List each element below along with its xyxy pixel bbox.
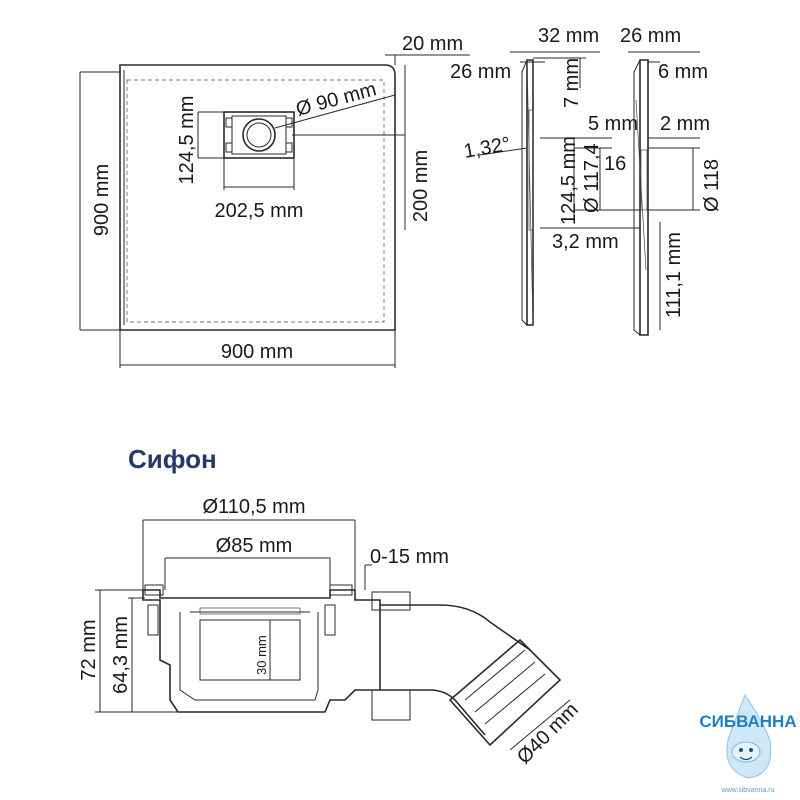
section-a-offset-label: 3,2 mm bbox=[552, 231, 619, 253]
tray-width-label: 900 mm bbox=[221, 341, 293, 363]
section-a-top-label: 32 mm bbox=[538, 25, 599, 47]
section-a-slope-label: 1,32° bbox=[462, 133, 512, 163]
siphon-adjust-label: 0-15 mm bbox=[370, 546, 449, 568]
tray-plan-view: 900 mm 900 mm 124,5 mm 202,5 mm Ø 90 mm … bbox=[79, 33, 470, 368]
section-a-box-label: 124,5 mm bbox=[558, 136, 580, 225]
drain-box-width-label: 202,5 mm bbox=[215, 200, 304, 222]
drain-box bbox=[223, 111, 295, 159]
tray-inner-dashed bbox=[126, 79, 385, 323]
section-b-diameter-label: Ø 118 bbox=[701, 159, 723, 212]
siphon-inner-diameter-label: Ø85 mm bbox=[216, 535, 293, 557]
siphon-outlet-diameter-label: Ø40 mm bbox=[513, 699, 583, 769]
logo-url: www.sibvanna.ru bbox=[721, 787, 775, 794]
sibvanna-logo: СИБВАННА www.sibvanna.ru bbox=[699, 693, 797, 794]
siphon-title: Сифон bbox=[128, 444, 217, 474]
section-a-step-label: 5 mm bbox=[588, 113, 638, 135]
section-b-height-label: 111,1 mm bbox=[663, 232, 685, 318]
section-b-view: 26 mm 6 mm 2 mm Ø 118 111,1 mm bbox=[620, 25, 723, 336]
section-b-top-label: 6 mm bbox=[658, 61, 708, 83]
siphon-outer-diameter-label: Ø110,5 mm bbox=[203, 496, 306, 518]
rim-width-label: 20 mm bbox=[402, 33, 463, 55]
tray-height-label: 900 mm bbox=[91, 164, 113, 236]
siphon-water-seal-label: 30 mm bbox=[254, 635, 269, 675]
drain-offset-label: 200 mm bbox=[410, 150, 432, 222]
section-a-depth-label: 7 mm bbox=[561, 58, 583, 108]
logo-name: СИБВАННА bbox=[699, 712, 796, 731]
section-a-view: 32 mm 26 mm 7 mm 1,32° 5 mm 16 124,5 mm … bbox=[450, 25, 640, 326]
siphon-height-body-label: 64,3 mm bbox=[110, 616, 132, 694]
drain-diameter-label: Ø 90 mm bbox=[294, 78, 379, 121]
siphon-drawing: Ø110,5 mm Ø85 mm 0-15 mm 72 mm 64,3 mm 3… bbox=[78, 496, 583, 769]
section-a-thickness-label: 26 mm bbox=[450, 61, 511, 83]
section-b-thickness-label: 26 mm bbox=[620, 25, 681, 47]
drain-box-height-label: 124,5 mm bbox=[176, 96, 198, 185]
section-a-inner-label: 16 bbox=[604, 153, 626, 175]
siphon-height-total-label: 72 mm bbox=[78, 619, 100, 680]
drain-circle bbox=[242, 118, 276, 152]
section-b-gap-label: 2 mm bbox=[660, 113, 710, 135]
section-a-diameter-label: Ø 117,4 bbox=[581, 143, 603, 213]
tray-outline bbox=[119, 64, 396, 331]
